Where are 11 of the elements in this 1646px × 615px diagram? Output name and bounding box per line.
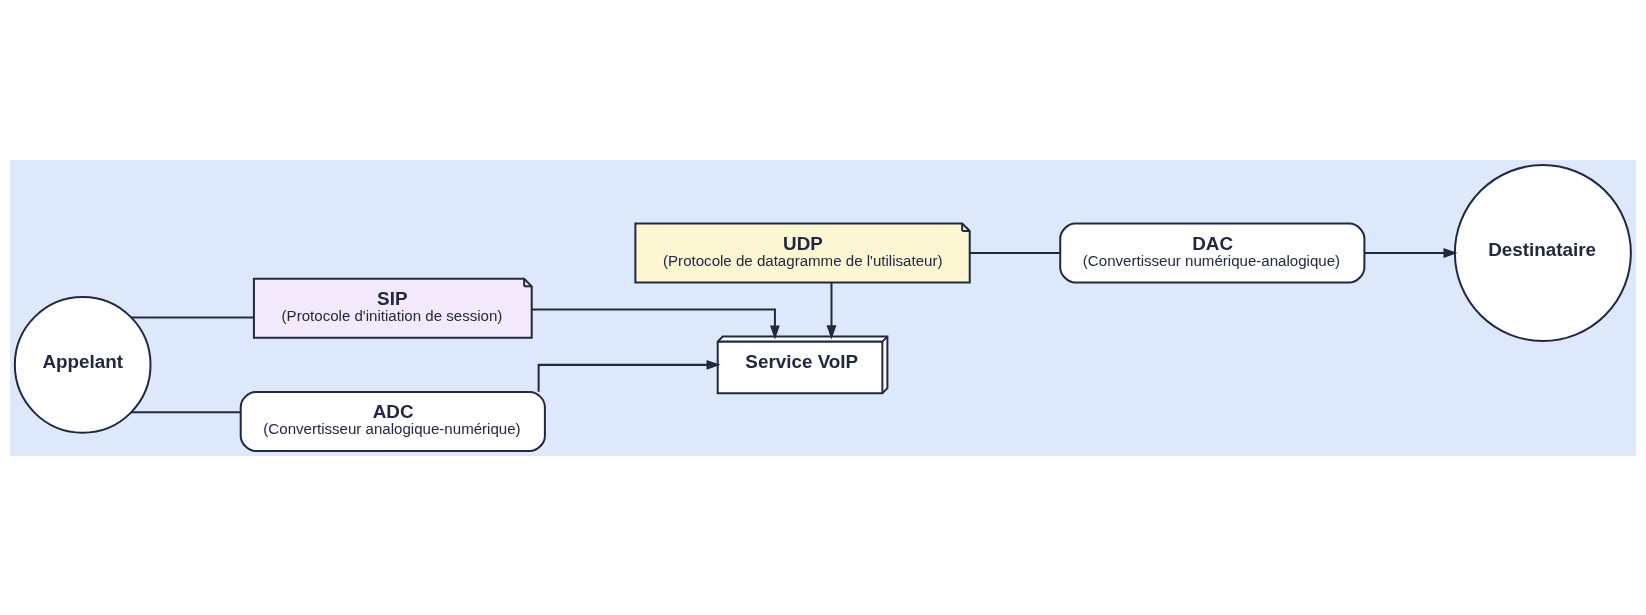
connector (131, 410, 241, 413)
arrow (537, 359, 721, 392)
arrow (531, 308, 780, 340)
node-box: DAC (Convertisseur numérique-analogique) (1059, 221, 1366, 284)
arrow (1364, 247, 1458, 258)
node-circle: Appelant (13, 295, 152, 434)
connector (131, 316, 254, 319)
connector (969, 251, 1061, 254)
node-box: ADC (Convertisseur analogique-numérique) (239, 390, 546, 452)
arrow (826, 282, 837, 339)
node-circle: Destinataire (1453, 163, 1632, 342)
